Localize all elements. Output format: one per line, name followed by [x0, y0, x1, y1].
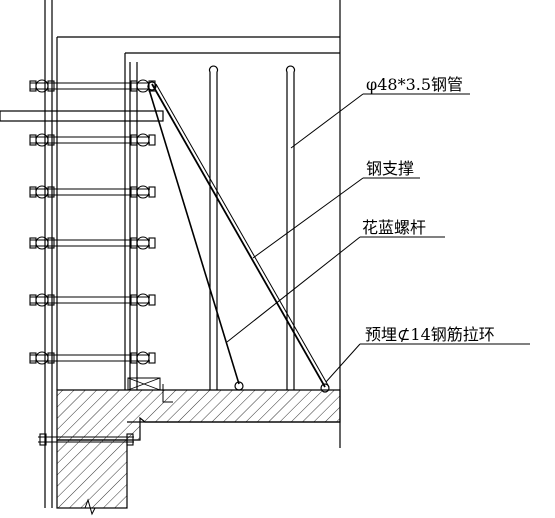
clamp-nut [29, 237, 37, 249]
diagonal-braces [147, 81, 330, 393]
clamp-nut [47, 134, 55, 146]
leader-lines [226, 93, 530, 383]
clamp-nut [47, 80, 55, 92]
label-embedded-ring: 预埋⊄14钢筋拉环 [365, 325, 495, 344]
scaffold-vertical-pipes [44, 0, 53, 508]
clamp [35, 293, 49, 307]
clamp-nut [130, 186, 138, 198]
bottom-tie [38, 433, 134, 446]
clamp-nut [148, 237, 156, 249]
horizontal-beam-pipe [0, 110, 164, 122]
clamp-nut [47, 237, 55, 249]
clamp-nut [47, 294, 55, 306]
clamp [35, 351, 49, 365]
clamp [35, 185, 49, 199]
clamp-nut [148, 294, 156, 306]
wall-outline [56, 0, 341, 448]
clamp [136, 293, 150, 307]
clamp [136, 351, 150, 365]
clamp-nut [130, 352, 138, 364]
clamp-nut [47, 352, 55, 364]
inner-vertical-pipes [129, 62, 138, 390]
label-steel-brace: 钢支撑 [366, 159, 414, 178]
horizontal-ties [29, 79, 156, 365]
clamp-nut [29, 352, 37, 364]
clamp-nut [130, 237, 138, 249]
clamp-nut [29, 294, 37, 306]
label-turnbuckle: 花蓝螺杆 [362, 218, 426, 237]
clamp [136, 236, 150, 250]
clamp-nut [148, 352, 156, 364]
clamp [35, 133, 49, 147]
clamp-nut [29, 80, 37, 92]
clamp [136, 79, 150, 93]
clamp-nut [47, 186, 55, 198]
slab-section [56, 377, 341, 516]
clamp-nut [148, 80, 156, 92]
clamp [35, 79, 49, 93]
clamp-nut [29, 186, 37, 198]
clamp-nut [148, 186, 156, 198]
label-steel-pipe: φ48*3.5钢管 [366, 75, 463, 94]
clamp-nut [130, 80, 138, 92]
clamp [136, 185, 150, 199]
clamp-nut [29, 134, 37, 146]
clamp-nut [148, 134, 156, 146]
clamp-nut [130, 294, 138, 306]
steel-pipes [208, 65, 296, 390]
clamp [136, 133, 150, 147]
clamp [35, 236, 49, 250]
clamp-nut [130, 134, 138, 146]
